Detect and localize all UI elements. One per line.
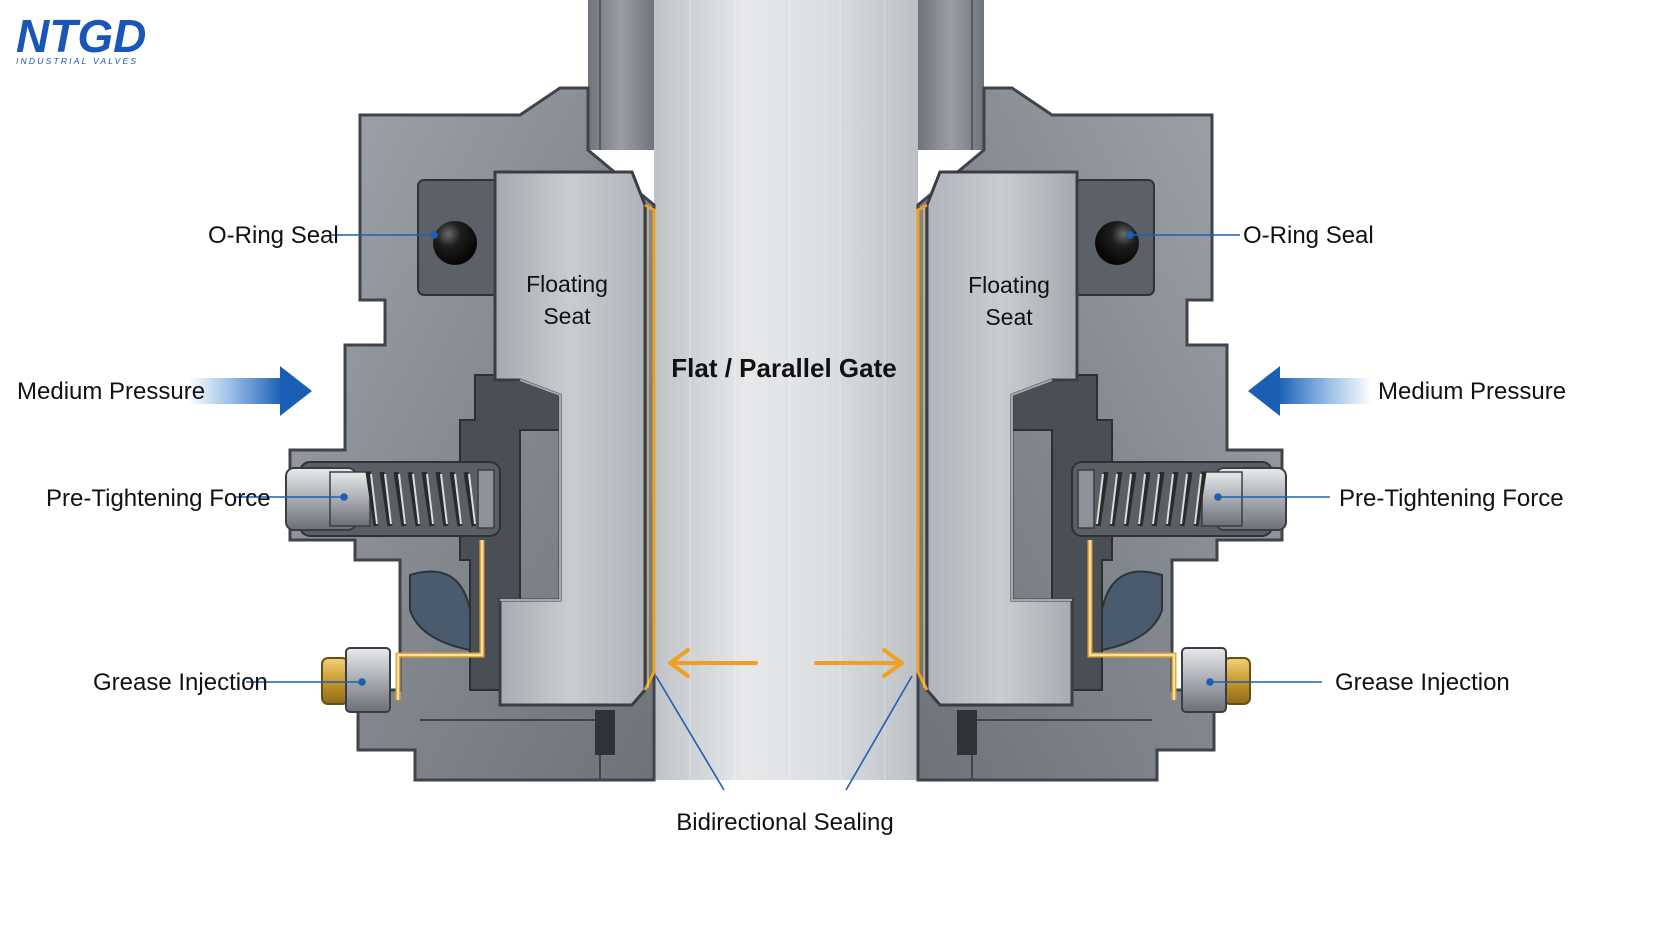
label-pre-tightening-right: Pre-Tightening Force xyxy=(1339,485,1564,512)
label-medium-pressure-left: Medium Pressure xyxy=(17,378,205,405)
parallel-gate xyxy=(654,0,918,780)
label-grease-right: Grease Injection xyxy=(1335,669,1510,696)
label-medium-pressure-right: Medium Pressure xyxy=(1378,378,1566,405)
label-pre-tightening-left: Pre-Tightening Force xyxy=(46,485,271,512)
label-floating-seat-left-1: Floating xyxy=(526,271,608,297)
label-bidirectional-sealing: Bidirectional Sealing xyxy=(676,809,893,836)
sealing-arrow-right xyxy=(814,648,904,678)
label-gate: Flat / Parallel Gate xyxy=(671,353,896,383)
label-grease-left: Grease Injection xyxy=(93,669,268,696)
logo-tagline: INDUSTRIAL VALVES xyxy=(16,56,138,66)
pressure-arrow-icon xyxy=(1248,366,1372,416)
label-floating-seat-left-2: Seat xyxy=(543,303,591,329)
label-floating-seat-right-2: Seat xyxy=(985,304,1033,330)
label-o-ring-right: O-Ring Seal xyxy=(1243,222,1374,249)
label-floating-seat-right-1: Floating xyxy=(968,272,1050,298)
label-o-ring-left: O-Ring Seal xyxy=(208,222,339,249)
ntgd-logo: NTGD INDUSTRIAL VALVES xyxy=(16,10,146,66)
pressure-arrow-icon xyxy=(188,366,312,416)
logo-text: NTGD xyxy=(16,10,146,62)
sealing-arrow-left xyxy=(668,648,758,678)
